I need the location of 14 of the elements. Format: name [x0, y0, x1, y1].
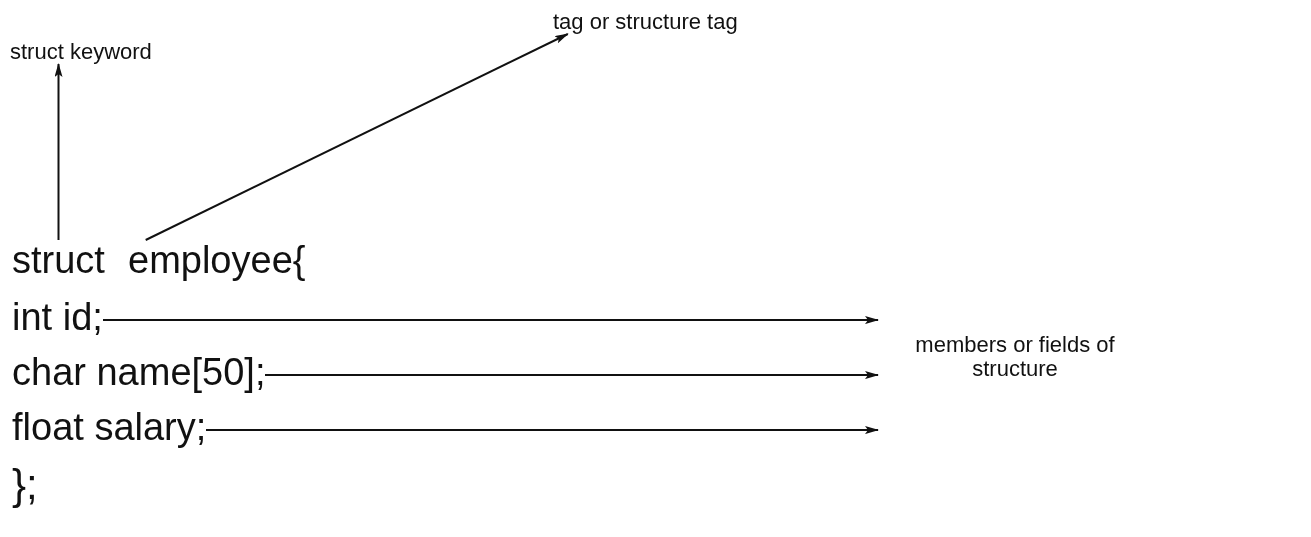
arrow [205, 426, 879, 435]
code-text: }; [12, 462, 38, 509]
code-text: employee{ [128, 240, 306, 282]
arrow [102, 316, 879, 325]
annotation-text: struct keyword [10, 40, 152, 65]
arrow [54, 63, 63, 241]
arrow [144, 33, 569, 241]
annotation-text: tag or structure tag [553, 10, 738, 35]
code-text: float salary; [12, 407, 207, 449]
code-text: char name[50]; [12, 352, 266, 394]
annotation-text: members or fields of structure [900, 333, 1130, 382]
code-text: struct [12, 240, 105, 282]
arrow [264, 371, 879, 380]
code-text: int id; [12, 297, 103, 339]
